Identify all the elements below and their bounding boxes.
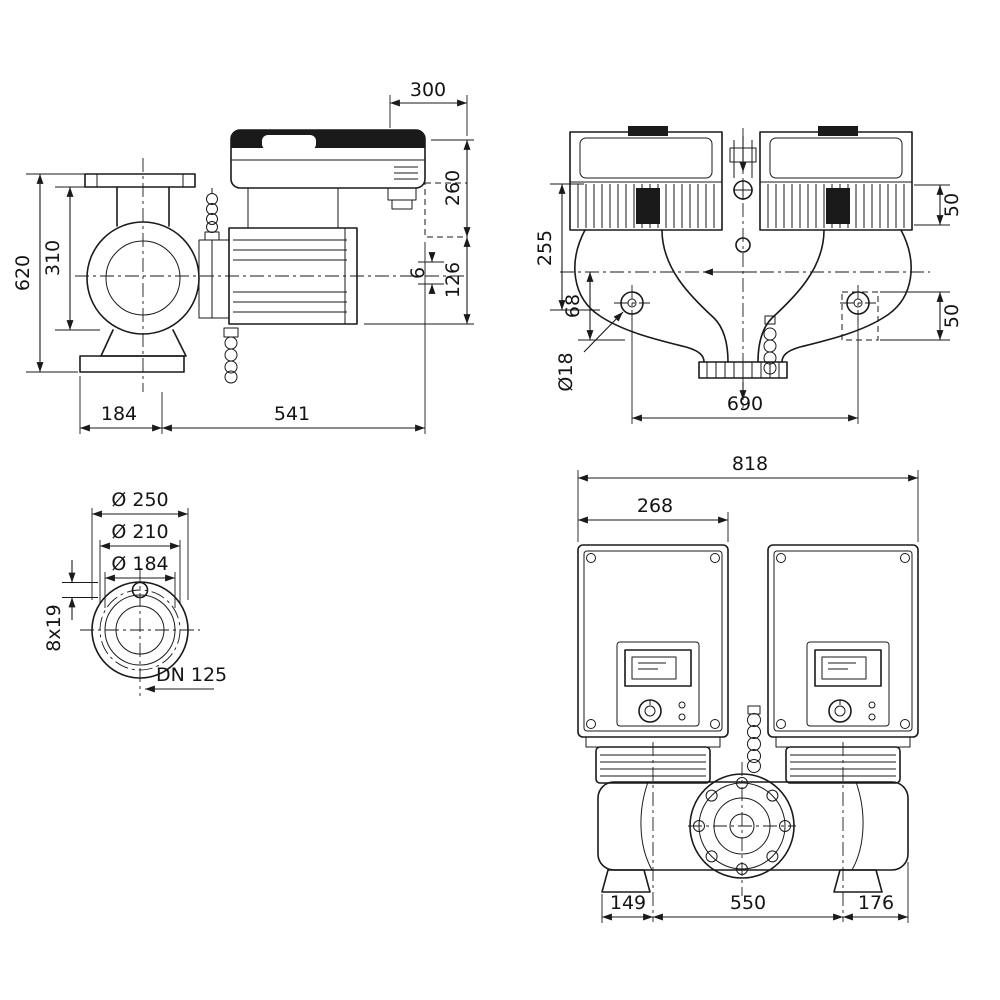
dim-label-255: 255 — [534, 230, 556, 266]
dim-690: 690 — [631, 318, 859, 424]
motor-housing-side — [228, 188, 358, 325]
display-module-right — [806, 641, 890, 727]
pump-foot — [79, 329, 187, 373]
label-dn-125: DN 125 — [145, 664, 227, 693]
dim-550: 550 — [653, 892, 843, 921]
dim-label-diameter-210: Ø 210 — [111, 521, 168, 543]
dim-label-541: 541 — [274, 403, 310, 425]
dim-label-300: 300 — [410, 79, 446, 101]
dim-300: 300 — [389, 79, 468, 136]
dim-50-lower: 50 — [880, 291, 963, 341]
dim-label-dn-125: DN 125 — [156, 664, 227, 686]
dim-label-184-side: 184 — [101, 403, 137, 425]
dim-310: 310 — [42, 186, 100, 331]
dim-541: 541 — [162, 242, 426, 434]
dim-818: 818 — [577, 453, 919, 542]
display-screen-left — [624, 649, 692, 687]
dim-label-268: 268 — [637, 495, 673, 517]
dim-50-upper: 50 — [914, 184, 963, 226]
dim-label-50-upper: 50 — [941, 193, 963, 217]
dim-label-diameter-250: Ø 250 — [111, 489, 168, 511]
dim-label-diameter-18: Ø18 — [555, 352, 577, 391]
cable-coil-bottom — [223, 327, 239, 384]
dim-label-8x19: 8x19 — [43, 604, 65, 652]
dim-label-550: 550 — [730, 892, 766, 914]
dim-diameter-184: Ø 184 — [104, 553, 176, 608]
dim-label-68: 68 — [562, 294, 584, 318]
display-screen-right — [814, 649, 882, 687]
port-pad-dashed — [841, 291, 879, 341]
side-view: 300 260 126 6 310 620 — [12, 79, 474, 434]
accessory-module-dashed-box — [424, 182, 468, 238]
dim-620: 620 — [12, 173, 90, 373]
dim-label-149: 149 — [610, 892, 646, 914]
dim-diameter-18: Ø18 — [555, 311, 624, 392]
vent-slots — [394, 166, 418, 180]
front-axis-centerlines — [652, 742, 844, 922]
control-box-left — [577, 544, 729, 738]
dim-label-diameter-184: Ø 184 — [111, 553, 168, 575]
front-view: 818 268 — [577, 453, 919, 923]
twin-volute-top — [574, 229, 912, 400]
dim-bolt-8x19: 8x19 — [43, 560, 98, 652]
flange-circles — [80, 568, 200, 696]
top-view: 255 68 50 50 Ø18 690 — [534, 126, 963, 424]
port-left — [614, 285, 650, 321]
display-module-left — [616, 641, 700, 727]
cable-coil-top-view — [763, 315, 777, 375]
top-view-centerlines — [560, 128, 930, 408]
control-module-side — [230, 129, 426, 210]
dim-176: 176 — [843, 862, 909, 923]
dim-label-260: 260 — [442, 170, 464, 206]
dim-label-690: 690 — [727, 393, 763, 415]
dim-268: 268 — [578, 495, 729, 542]
dim-label-818: 818 — [732, 453, 768, 475]
dim-label-6: 6 — [407, 267, 429, 279]
foot-right — [833, 869, 883, 893]
dim-184-side: 184 — [79, 376, 163, 434]
foot-left — [601, 869, 651, 893]
seal-lantern — [198, 231, 230, 319]
dim-diameter-250: Ø 250 — [91, 489, 189, 600]
dim-126: 126 — [364, 237, 474, 325]
cable-coil-top — [206, 188, 218, 233]
suction-neck — [116, 186, 170, 227]
dim-diameter-210: Ø 210 — [99, 521, 181, 604]
pump-flange-side — [84, 173, 196, 188]
cable-coil-front — [747, 705, 761, 773]
dim-label-126: 126 — [442, 262, 464, 298]
dim-149: 149 — [601, 892, 653, 923]
dim-68: 68 — [562, 272, 625, 341]
port-right — [840, 285, 879, 341]
dim-6: 6 — [407, 252, 444, 294]
motor-module-left-top — [569, 126, 723, 231]
side-view-centerlines — [75, 158, 468, 392]
dim-label-310: 310 — [42, 240, 64, 276]
dim-label-176: 176 — [858, 892, 894, 914]
suction-flange-front — [688, 762, 796, 896]
motor-module-right-top — [759, 126, 913, 231]
dim-label-50-lower: 50 — [941, 304, 963, 328]
flange-view: Ø 250 Ø 210 Ø 184 8x19 DN 125 — [43, 489, 227, 696]
control-box-right — [767, 544, 919, 738]
center-bracket — [729, 136, 757, 253]
display-window — [262, 135, 316, 150]
dim-label-620: 620 — [12, 255, 34, 291]
pump-body-front — [597, 781, 909, 893]
dim-260: 260 — [431, 139, 474, 237]
